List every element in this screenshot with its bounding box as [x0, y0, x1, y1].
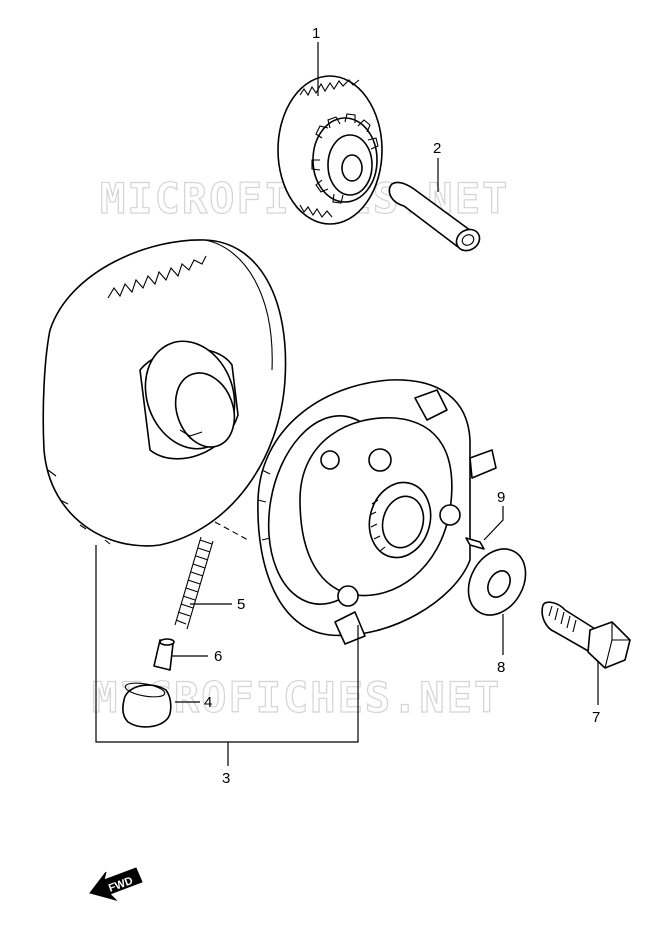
- bolt-part-7[interactable]: [541, 601, 631, 669]
- callout-1: 1: [312, 25, 320, 42]
- washer-part-8[interactable]: [457, 539, 537, 626]
- callout-8: 8: [497, 659, 505, 676]
- bracket-3: [95, 545, 359, 743]
- spring-part-5[interactable]: [174, 536, 214, 630]
- callout-9: 9: [497, 489, 505, 506]
- key-part-9[interactable]: [465, 537, 485, 550]
- roller-part-4[interactable]: [122, 681, 172, 728]
- callout-7: 7: [592, 709, 600, 726]
- callout-2: 2: [433, 140, 441, 157]
- callout-3: 3: [222, 770, 230, 787]
- callout-6: 6: [214, 648, 222, 665]
- starter-driven-gear[interactable]: [42, 239, 287, 547]
- shaft-part-2[interactable]: [388, 181, 483, 254]
- callout-5: 5: [237, 596, 245, 613]
- fwd-arrow-icon: FWD: [89, 867, 143, 901]
- centerline-roller: [214, 521, 249, 541]
- callout-4: 4: [204, 694, 212, 711]
- starter-clutch-assembly[interactable]: [254, 379, 497, 645]
- leader-9: [483, 506, 504, 541]
- spring-cap-part-6[interactable]: [153, 638, 175, 671]
- idler-gear-part-1[interactable]: [277, 75, 383, 225]
